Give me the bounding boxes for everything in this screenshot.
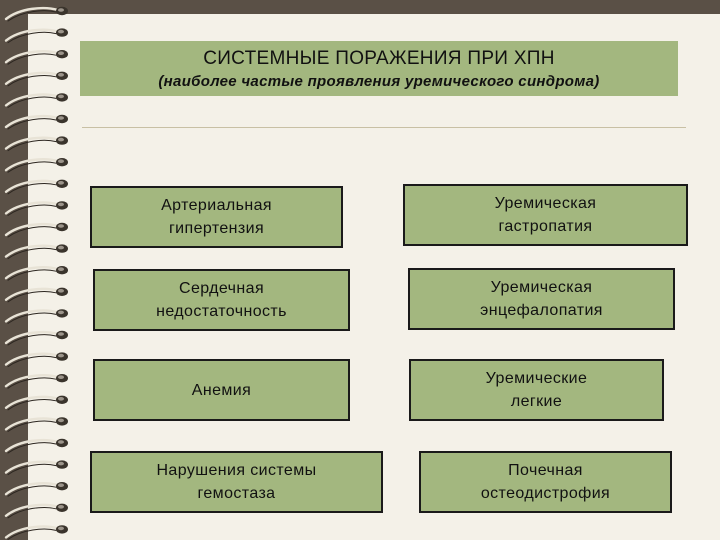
- spiral-binding-icon: [0, 0, 78, 540]
- box-renal-osteodystrophy: Почечная остеодистрофия: [419, 451, 672, 513]
- slide-title: СИСТЕМНЫЕ ПОРАЖЕНИЯ ПРИ ХПН: [203, 48, 555, 69]
- box-uremic-lungs: Уремические легкие: [409, 359, 664, 421]
- box-anemia: Анемия: [93, 359, 350, 421]
- box-arterial-hypertension: Артериальная гипертензия: [90, 186, 343, 248]
- slide-subtitle: (наиболее частые проявления уремического…: [158, 73, 600, 90]
- box-uremic-gastropathy: Уремическая гастропатия: [403, 184, 688, 246]
- title-band: СИСТЕМНЫЕ ПОРАЖЕНИЯ ПРИ ХПН (наиболее ча…: [80, 41, 678, 96]
- box-hemostasis-disorders: Нарушения системы гемостаза: [90, 451, 383, 513]
- box-heart-failure: Сердечная недостаточность: [93, 269, 350, 331]
- box-uremic-encephalopathy: Уремическая энцефалопатия: [408, 268, 675, 330]
- divider-line: [82, 127, 686, 128]
